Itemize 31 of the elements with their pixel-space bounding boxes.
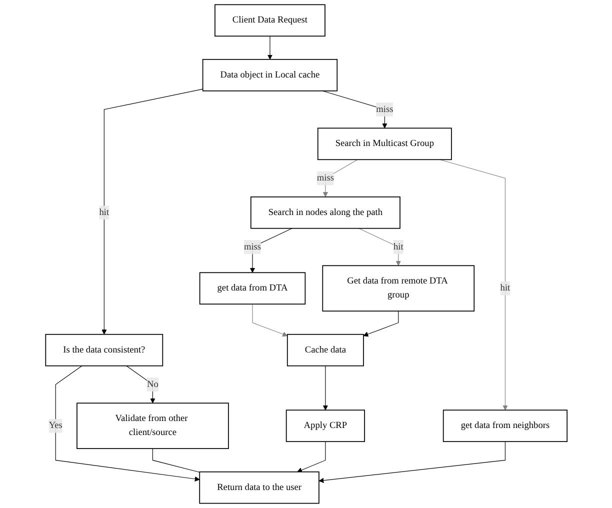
edge-label: miss (316, 173, 334, 183)
arrow (267, 36, 272, 60)
edge-label: hit (393, 242, 403, 252)
arrow (250, 228, 292, 273)
node-box: Is the data consistent? (44, 334, 163, 366)
node-box: Validate from other client/source (76, 402, 228, 449)
arrow (296, 441, 326, 472)
connector (152, 448, 200, 473)
node-box: Search in nodes along the path (250, 196, 400, 229)
arrow (322, 366, 328, 410)
edge-label: hit (500, 283, 510, 294)
edge-label: Yes (48, 420, 62, 431)
arrow (358, 228, 401, 266)
edge-label: No (146, 379, 158, 390)
arrow (439, 159, 508, 410)
node-box: Data object in Local cache (202, 58, 338, 92)
node-box: Apply CRP (286, 410, 365, 442)
arrow (362, 310, 398, 337)
node-box: Client Data Request (214, 4, 326, 37)
node-box: get data from neighbors (442, 410, 568, 442)
arrow (252, 304, 288, 337)
edge-label: hit (98, 207, 109, 218)
node-box: Return data to the user (198, 471, 319, 504)
edge-label: miss (244, 242, 261, 252)
edge-label: miss (376, 104, 393, 114)
node-box: Cache data (286, 334, 364, 366)
arrow (318, 441, 506, 483)
node-box: Search in Multicast Group (317, 128, 452, 160)
arrow (101, 88, 203, 335)
node-box: get data from DTA (198, 272, 306, 305)
node-box: Get data from remote DTA group (322, 265, 474, 312)
